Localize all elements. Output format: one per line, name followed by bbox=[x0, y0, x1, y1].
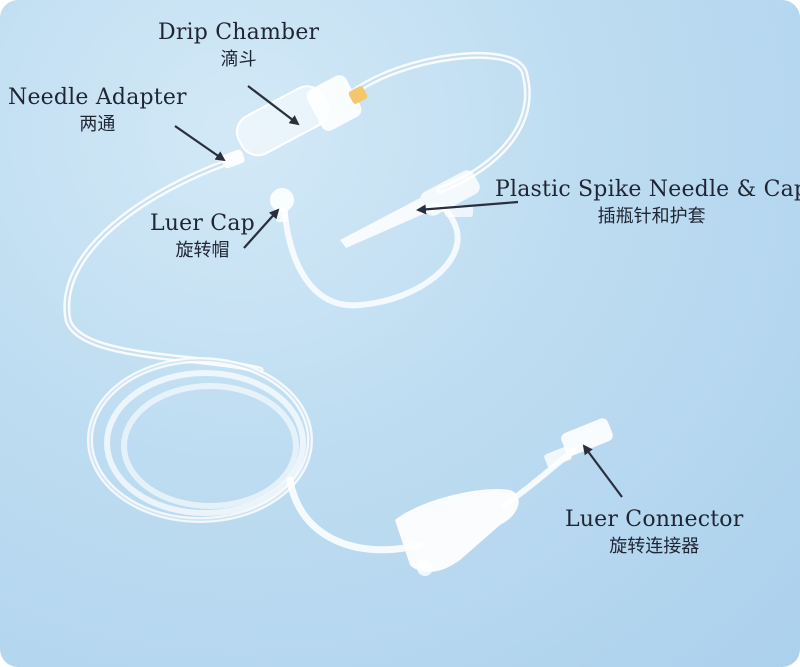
tubing bbox=[63, 51, 578, 554]
label-luer-cap: Luer Cap 旋转帽 bbox=[150, 211, 255, 262]
label-needle-adapter-zh: 两通 bbox=[79, 114, 116, 136]
arrow-luer-cap bbox=[243, 208, 280, 249]
label-drip-chamber-zh: 滴斗 bbox=[220, 49, 257, 71]
label-plastic-spike: Plastic Spike Needle & Cap 插瓶针和护套 bbox=[495, 177, 800, 228]
arrow-luer-connector bbox=[582, 444, 623, 498]
label-drip-chamber: Drip Chamber 滴斗 bbox=[158, 20, 319, 71]
roller-clamp bbox=[395, 489, 519, 576]
drip-chamber bbox=[235, 75, 368, 157]
label-luer-connector-en: Luer Connector bbox=[565, 507, 744, 532]
callout-arrows bbox=[174, 85, 623, 498]
arrow-plastic-spike bbox=[416, 200, 519, 215]
label-luer-connector-zh: 旋转连接器 bbox=[609, 536, 700, 558]
label-needle-adapter: Needle Adapter 两通 bbox=[8, 85, 187, 136]
label-luer-cap-en: Luer Cap bbox=[150, 211, 255, 236]
label-plastic-spike-zh: 插瓶针和护套 bbox=[597, 206, 706, 228]
label-luer-cap-zh: 旋转帽 bbox=[175, 240, 230, 262]
needle-adapter bbox=[221, 149, 245, 169]
arrow-needle-adapter bbox=[174, 125, 226, 162]
label-plastic-spike-en: Plastic Spike Needle & Cap bbox=[495, 177, 800, 202]
label-drip-chamber-en: Drip Chamber bbox=[158, 20, 320, 45]
label-luer-connector: Luer Connector 旋转连接器 bbox=[565, 507, 743, 558]
plastic-spike-needle bbox=[340, 170, 480, 248]
arrow-drip-chamber bbox=[247, 85, 300, 126]
luer-cap bbox=[270, 188, 294, 222]
luer-connector bbox=[544, 418, 613, 468]
label-needle-adapter-en: Needle Adapter bbox=[8, 85, 187, 110]
